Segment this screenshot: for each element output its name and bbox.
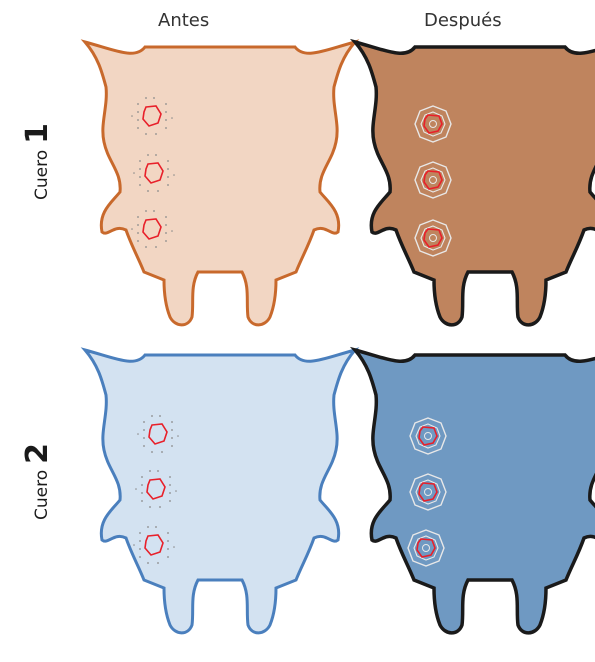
hide-cuero1-before [85,42,355,325]
hide-cuero2-before [85,350,355,633]
hide-cuero1-after [355,42,595,325]
hide-cuero2-after [355,350,595,633]
